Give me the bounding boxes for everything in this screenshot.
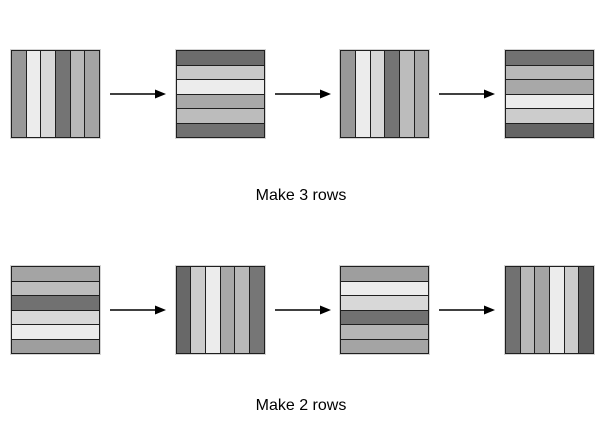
quilt-block-step-1: [11, 266, 100, 354]
quilt-block-step-4: [505, 266, 595, 354]
fabric-stripe: [12, 325, 99, 339]
make-3-rows-sequence: [0, 49, 602, 139]
fabric-stripe: [506, 65, 594, 79]
fabric-stripe: [506, 109, 594, 123]
fabric-stripe: [41, 51, 56, 137]
fabric-stripe: [370, 51, 385, 137]
fabric-stripe: [176, 267, 191, 353]
arrow-right-icon: [100, 88, 176, 100]
fabric-stripe: [341, 51, 356, 137]
fabric-stripe: [12, 281, 99, 295]
fabric-stripe: [235, 267, 250, 353]
quilt-block-step-2: [175, 50, 265, 138]
fabric-stripe: [341, 339, 429, 353]
arrow-right-icon: [265, 304, 341, 316]
fabric-stripe: [506, 123, 594, 137]
fabric-stripe: [341, 281, 429, 295]
fabric-stripe: [564, 267, 579, 353]
fabric-stripe: [220, 267, 235, 353]
arrow-right-icon: [429, 304, 505, 316]
fabric-stripe: [12, 51, 26, 137]
fabric-stripe: [506, 80, 594, 94]
fabric-stripe: [12, 296, 99, 310]
fabric-stripe: [414, 51, 429, 137]
arrow-right-icon: [100, 304, 176, 316]
fabric-stripe: [176, 65, 264, 79]
fabric-stripe: [341, 325, 429, 339]
fabric-stripe: [520, 267, 535, 353]
quilt-block-step-2: [175, 266, 265, 354]
fabric-stripe: [176, 94, 264, 108]
fabric-stripe: [506, 94, 594, 108]
arrow-right-icon: [429, 88, 505, 100]
fabric-stripe: [250, 267, 264, 353]
fabric-stripe: [85, 51, 100, 137]
fabric-stripe: [341, 296, 429, 310]
quilt-block-step-3: [340, 50, 430, 138]
fabric-stripe: [12, 267, 99, 281]
fabric-stripe: [176, 109, 264, 123]
fabric-stripe: [56, 51, 70, 137]
fabric-stripe: [385, 51, 400, 137]
fabric-stripe: [191, 267, 206, 353]
fabric-stripe: [341, 267, 429, 281]
fabric-stripe: [70, 51, 85, 137]
fabric-stripe: [506, 267, 520, 353]
fabric-stripe: [206, 267, 220, 353]
fabric-stripe: [550, 267, 564, 353]
fabric-stripe: [341, 310, 429, 324]
quilt-block-step-3: [340, 266, 430, 354]
quilt-block-step-1: [11, 50, 100, 138]
fabric-stripe: [356, 51, 370, 137]
fabric-stripe: [12, 310, 99, 324]
fabric-stripe: [176, 80, 264, 94]
fabric-stripe: [26, 51, 41, 137]
fabric-stripe: [579, 267, 594, 353]
fabric-stripe: [176, 51, 264, 65]
row-caption: Make 3 rows: [255, 187, 347, 204]
fabric-stripe: [400, 51, 414, 137]
arrow-right-icon: [265, 88, 341, 100]
quilt-block-step-4: [505, 50, 595, 138]
fabric-stripe: [12, 339, 99, 353]
fabric-stripe: [506, 51, 594, 65]
make-2-rows-sequence: [0, 265, 602, 355]
fabric-stripe: [176, 123, 264, 137]
fabric-stripe: [535, 267, 550, 353]
row-caption: Make 2 rows: [255, 397, 347, 414]
